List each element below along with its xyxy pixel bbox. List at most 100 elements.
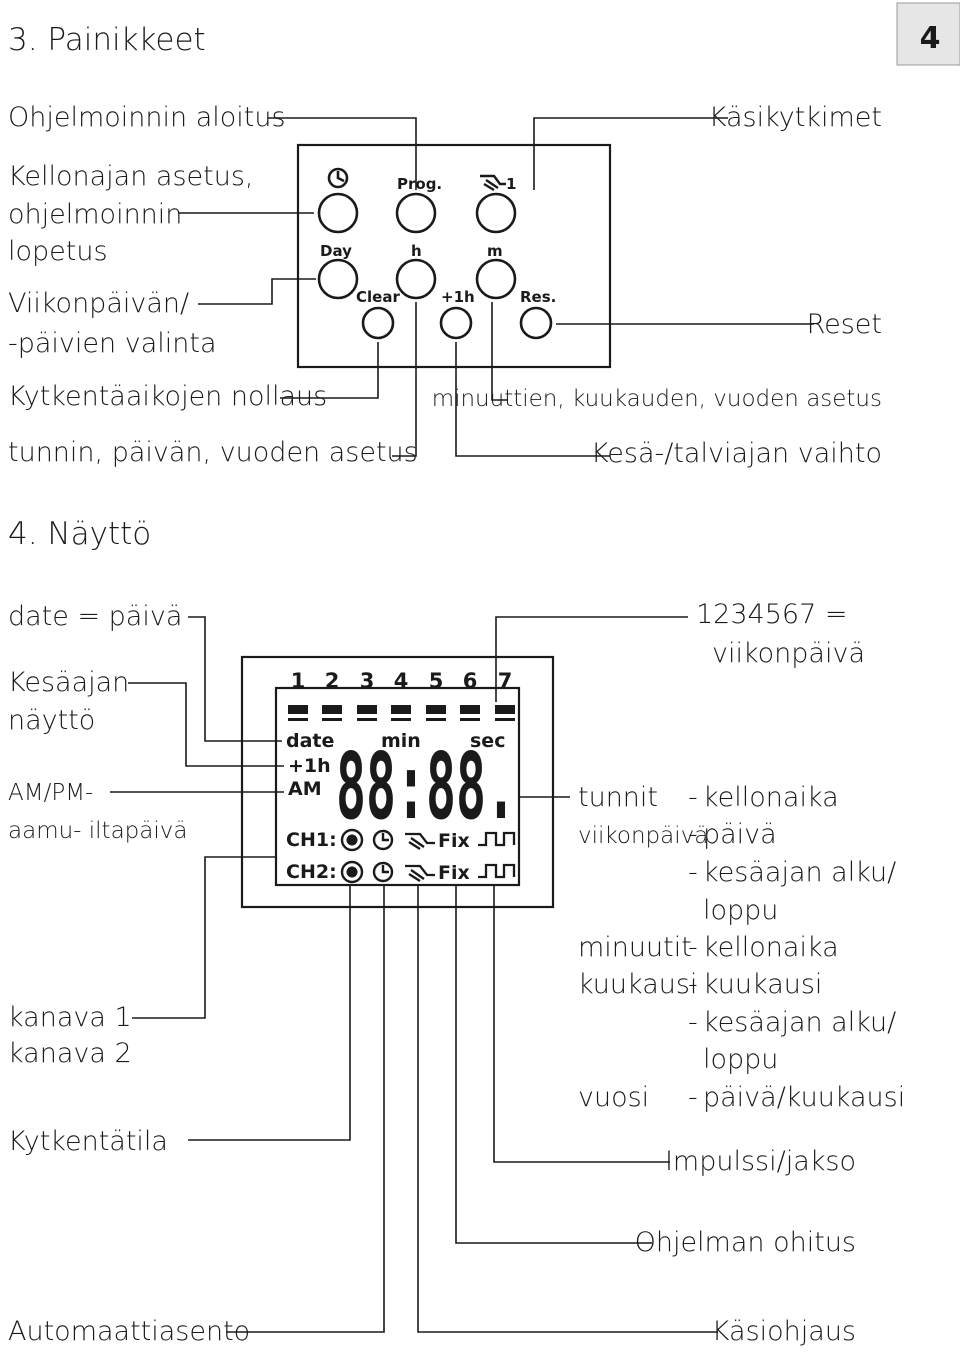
table-dash: - <box>688 1082 698 1113</box>
manual-switch-button[interactable] <box>475 192 517 234</box>
hour-button[interactable] <box>395 258 437 300</box>
table-meaning: kuukausi <box>703 969 822 1000</box>
key-label-res: Res. <box>520 288 556 306</box>
key-label-day: Day <box>320 242 352 260</box>
table-dash: - <box>688 857 698 888</box>
label-auto: Automaattiasento <box>8 1316 250 1347</box>
label-hour-set: tunnin, päivän, vuoden asetus <box>8 437 418 468</box>
table-field: kuukausi <box>578 969 697 1000</box>
reset-button[interactable] <box>519 306 553 340</box>
hand-icon <box>480 174 506 192</box>
label-clock-set-2: ohjelmoinnin <box>8 199 182 230</box>
table-meaning: kesäajan alku/ <box>703 857 896 888</box>
clock-set-button[interactable] <box>317 192 359 234</box>
label-ch2: kanava 2 <box>8 1038 132 1069</box>
label-dst: Kesä-/talviajan vaihto <box>591 438 882 469</box>
section3-leader-lines <box>178 117 814 457</box>
lcd-digits: 88:88. <box>336 733 516 840</box>
lcd-ch2: CH2: <box>286 861 337 883</box>
label-dst-1: Kesäajan <box>8 667 129 698</box>
table-meaning: kellonaika <box>703 782 839 813</box>
label-impulse: Impulssi/jakso <box>665 1146 856 1177</box>
lcd-am: AM <box>288 778 322 800</box>
page-number: 4 <box>920 21 941 56</box>
key-label-prog: Prog. <box>397 175 442 193</box>
label-minute-set: minuuttien, kuukauden, vuoden asetus <box>432 386 882 412</box>
lcd-day-5: 5 <box>429 669 444 693</box>
lcd-day-4: 4 <box>394 669 409 693</box>
program-clock-icon-ch2 <box>372 861 394 883</box>
label-weekdays-2: viikonpäivä <box>712 638 865 669</box>
table-dash: - <box>688 819 698 850</box>
lcd-weekday-row: 1 2 3 4 5 6 7 <box>291 669 513 693</box>
key-label-m: m <box>487 242 503 260</box>
label-switch-state: Kytkentätila <box>8 1126 168 1157</box>
section4-leader-lines <box>110 616 718 1333</box>
label-clock-set-1: Kellonajan asetus, <box>8 161 253 192</box>
day-button[interactable] <box>317 258 359 300</box>
label-prog-start: Ohjelmoinnin aloitus <box>8 102 286 133</box>
lcd-day-2: 2 <box>325 669 340 693</box>
prog-button[interactable] <box>395 192 437 234</box>
table-dash: - <box>688 969 698 1000</box>
table-meaning: kesäajan alku/ <box>703 1007 896 1038</box>
lcd-date: date <box>286 730 334 752</box>
label-override: Ohjelman ohitus <box>635 1227 856 1258</box>
pulse-icon-ch1 <box>478 831 516 847</box>
plus1h-button[interactable] <box>439 306 473 340</box>
key-label-manual1: 1 <box>506 175 516 193</box>
lcd-day-7: 7 <box>498 669 513 693</box>
lcd-day-3: 3 <box>360 669 375 693</box>
pulse-icon-ch2 <box>478 863 516 879</box>
lcd-screen <box>274 686 521 887</box>
label-clear: Kytkentäaikojen nollaus <box>8 381 327 412</box>
auto-mode-icon-ch1 <box>340 828 364 852</box>
table-field: minuutit <box>578 932 692 963</box>
label-weekday-2: -päivien valinta <box>8 328 217 359</box>
table-field: vuosi <box>578 1082 649 1113</box>
page-number-tab: 4 <box>896 2 960 66</box>
lcd-fix-ch1: Fix <box>438 830 470 852</box>
hand-icon-ch1 <box>405 832 435 850</box>
lcd-min: min <box>381 730 421 752</box>
key-label-h: h <box>411 242 422 260</box>
label-date: date = päivä <box>8 601 182 632</box>
table-dash: - <box>688 932 698 963</box>
label-reset: Reset <box>807 309 882 340</box>
table-meaning: loppu <box>703 895 778 926</box>
table-meaning: kellonaika <box>703 932 839 963</box>
label-ch1: kanava 1 <box>8 1002 132 1033</box>
lcd-day-6: 6 <box>463 669 478 693</box>
lcd-ch1: CH1: <box>286 829 337 851</box>
section4-title: 4. Näyttö <box>8 516 151 552</box>
label-dst-2: näyttö <box>8 705 95 736</box>
label-ampm-1: AM/PM- <box>8 780 93 806</box>
label-ampm-2: aamu- iltapäivä <box>8 818 187 844</box>
table-meaning: päivä <box>703 819 777 850</box>
table-dash: - <box>688 1007 698 1038</box>
program-clock-icon-ch1 <box>372 829 394 851</box>
digit-meaning-table: tunnit - kellonaika viikonpäivä - päivä … <box>578 782 905 1113</box>
label-weekday-1: Viikonpäivän/ <box>8 288 189 319</box>
lcd-weekday-bars <box>288 705 515 721</box>
table-field: viikonpäivä <box>578 823 708 849</box>
table-field: tunnit <box>578 782 658 813</box>
label-manual: Käsikytkimet <box>709 102 882 133</box>
table-meaning: loppu <box>703 1044 778 1075</box>
minute-button[interactable] <box>475 258 517 300</box>
lcd-plus1h: +1h <box>288 755 331 777</box>
table-dash: - <box>688 782 698 813</box>
clear-button[interactable] <box>361 306 395 340</box>
label-weekdays-1: 1234567 = <box>696 599 847 630</box>
section3-title: 3. Painikkeet <box>8 22 206 58</box>
lcd-bezel <box>240 655 555 909</box>
label-manual-ctrl: Käsiohjaus <box>712 1316 856 1347</box>
lcd-day-1: 1 <box>291 669 306 693</box>
label-clock-set-3: lopetus <box>8 236 108 267</box>
key-label-clear: Clear <box>356 288 400 306</box>
key-label-plus1h: +1h <box>441 288 475 306</box>
auto-mode-icon-ch2 <box>340 860 364 884</box>
hand-icon-ch2 <box>405 864 435 882</box>
lcd-fix-ch2: Fix <box>438 862 470 884</box>
